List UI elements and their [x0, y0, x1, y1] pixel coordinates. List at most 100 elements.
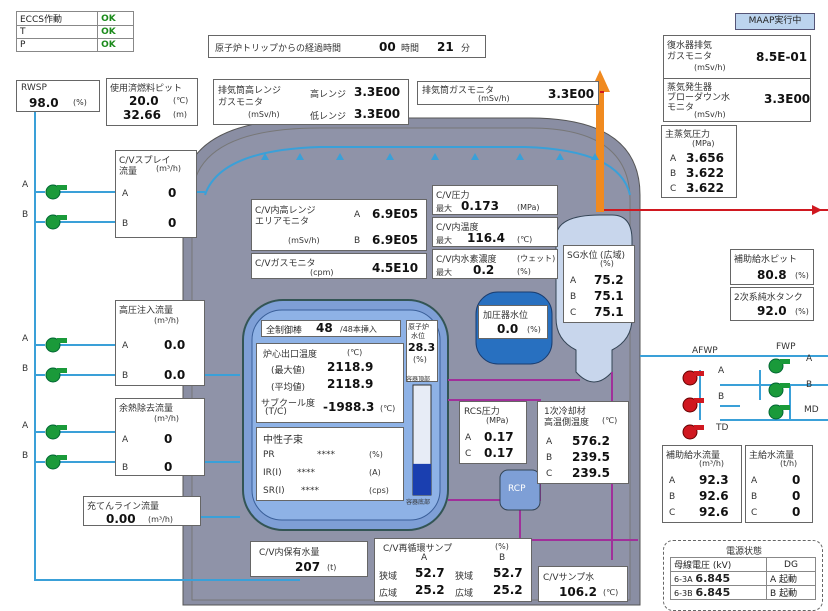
left-header — [34, 100, 300, 581]
trip-time-panel: 原子炉トリップからの経過時間 00 時間 21 分 — [208, 35, 486, 58]
status-ok: OK — [97, 25, 134, 39]
sr-value: **** — [301, 486, 319, 496]
secondary-tank-unit: (%) — [795, 307, 809, 316]
loop-temp-value: 239.5 — [572, 450, 610, 464]
loop-temp-key: B — [546, 453, 553, 463]
sg-blowdown-unit: (mSv/h) — [694, 110, 726, 119]
cv-gas-unit: (cpm) — [310, 268, 334, 277]
sr-label: SR(I) — [263, 486, 285, 496]
cv-area-unit: (mSv/h) — [288, 236, 320, 245]
spray-pump-a-label: A — [22, 180, 29, 190]
rhr-pump-a[interactable] — [43, 424, 67, 440]
bus-name: 6-3A — [674, 575, 693, 584]
dg-header: DG — [766, 557, 816, 572]
fwp-pump-a[interactable] — [766, 358, 790, 374]
main-feed-flow-label: 主給水流量 — [749, 451, 795, 461]
loop-temp-label1: 1次冷却材 — [544, 407, 586, 417]
fwp-label: FWP — [776, 342, 796, 352]
main-steam-label: 主蒸気圧力 — [665, 130, 711, 140]
gas-monitor-label: 排気筒ガスモニタ — [422, 86, 495, 96]
sg-level-label2: (広域) — [600, 251, 626, 261]
subcool-value: -1988.3 — [323, 400, 375, 414]
pressurizer-value: 0.0 — [497, 322, 519, 336]
core-outlet-panel: 炉心出口温度 (℃) (最大値) 2118.9 (平均値) 2118.9 サブク… — [256, 343, 404, 423]
subcool-label2: (T/C) — [265, 407, 287, 417]
dg-name: B — [770, 589, 777, 599]
rcs-pressure-value: 0.17 — [484, 446, 514, 460]
reactor-level-bottom: 容器底部 — [406, 499, 431, 506]
cv-sump-water-panel: C/Vサンプ水 106.2 (℃) — [538, 566, 628, 602]
exhaust-label2: ガスモニタ — [218, 98, 264, 108]
spray-pump-b-label: B — [22, 210, 29, 220]
spray-pump-b[interactable] — [43, 214, 67, 230]
loop-temp-unit: (℃) — [602, 416, 618, 425]
trip-hours-unit: 時間 — [401, 44, 420, 54]
sg-blowdown-value: 3.3E00 — [764, 92, 811, 106]
afwp-pump-a[interactable] — [680, 370, 704, 386]
pr-value: **** — [317, 450, 335, 460]
fwp-pump-b[interactable] — [766, 382, 790, 398]
main-feed-flow-unit: (t/h) — [780, 459, 798, 468]
cv-spray-label1: C/Vスプレイ — [119, 156, 171, 166]
cv-sump-label: C/V再循環サンプ — [383, 544, 453, 554]
rcs-pressure-value: 0.17 — [484, 430, 514, 444]
cv-sump-water-value: 106.2 — [559, 585, 597, 599]
loop-temp-value: 239.5 — [572, 466, 610, 480]
residual-heat-label: 余熱除去流量 — [119, 404, 174, 414]
cv-water-label: C/V内保有水量 — [259, 548, 320, 558]
cv-pressure-unit: (MPa) — [517, 203, 540, 212]
spent-fuel-temp: 20.0 — [129, 94, 159, 108]
cv-temp-unit: (℃) — [517, 235, 533, 244]
fwp-pump-md[interactable] — [766, 404, 790, 420]
loop-temp-panel: 1次冷却材 高温側温度 (℃) A 576.2 B 239.5 C 239.5 — [537, 401, 629, 484]
secondary-tank-label: 2次系純水タンク — [734, 293, 803, 303]
loop-temp-key: A — [546, 437, 553, 447]
cv-sump-col-a: A — [421, 553, 428, 563]
ir-value: **** — [297, 468, 315, 478]
cv-pressure-label: C/V圧力 — [436, 191, 470, 201]
spray-nozzle-icon — [336, 153, 344, 160]
sg-blowdown-label1: 蒸気発生器 — [667, 83, 713, 93]
bus-voltage: 6.845 — [695, 572, 731, 585]
cv-h2-label: C/V内水素濃度 — [436, 255, 497, 265]
rhr-pump-b[interactable] — [43, 454, 67, 470]
maap-badge: MAAP実行中 — [735, 13, 815, 30]
hp-injection-label: 高圧注入流量 — [119, 306, 174, 316]
secondary-tank-panel: 2次系純水タンク 92.0 (%) — [730, 287, 814, 321]
afwp-pump-a-label: A — [718, 366, 725, 376]
hp-pump-b[interactable] — [43, 367, 67, 383]
sg-blowdown-label2: ブローダウン水 — [667, 93, 731, 103]
bus-row: 6-3B 6.845 — [670, 585, 767, 600]
aux-feed-flow-panel: 補助給水流量 (m³/h) A 92.3 B 92.6 C 92.6 — [662, 445, 742, 523]
main-steam-value: 3.622 — [686, 166, 724, 180]
condenser-value: 8.5E-01 — [756, 50, 808, 64]
main-steam-panel: 主蒸気圧力 (MPa) A 3.656 B 3.622 C 3.622 — [661, 125, 737, 198]
fwp-pump-md-label: MD — [804, 405, 819, 415]
main-steam-unit: (MPa) — [692, 139, 715, 148]
cv-h2-panel: C/V内水素濃度 (ウェット) 最大 0.2 (%) — [432, 249, 558, 279]
cv-spray-value: 0 — [168, 216, 177, 230]
cv-sump-unit: (%) — [495, 542, 509, 551]
exhaust-low-value: 3.3E00 — [354, 107, 401, 121]
cv-gas-value: 4.5E10 — [372, 261, 419, 275]
spent-fuel-level-unit: (m) — [173, 110, 188, 119]
gas-monitor-panel: 排気筒ガスモニタ (mSv/h) 3.3E00 — [417, 81, 599, 105]
spray-pump-a[interactable] — [43, 184, 67, 200]
aux-feed-pit-panel: 補助給水ピット 80.8 (%) — [730, 249, 814, 285]
cv-pressure-value: 0.173 — [461, 199, 499, 213]
main-feed-flow-value: 0 — [792, 473, 801, 487]
sg-level-unit: (%) — [600, 259, 614, 268]
residual-heat-key: B — [122, 463, 129, 473]
cv-temp-value: 116.4 — [467, 231, 505, 245]
cv-water-value: 207 — [295, 560, 321, 574]
rcs-pressure-unit: (MPa) — [486, 416, 509, 425]
status-ok: OK — [97, 38, 134, 52]
hp-pump-a[interactable] — [43, 337, 67, 353]
exhaust-monitor-panel: 排気筒高レンジ ガスモニタ (mSv/h) 高レンジ 3.3E00 低レンジ 3… — [213, 79, 409, 125]
status-ok: OK — [97, 11, 134, 26]
afwp-pump-b[interactable] — [680, 397, 704, 413]
exhaust-low-label: 低レンジ — [310, 112, 347, 122]
pr-label: PR — [263, 450, 275, 460]
afwp-pump-td[interactable] — [680, 424, 704, 440]
